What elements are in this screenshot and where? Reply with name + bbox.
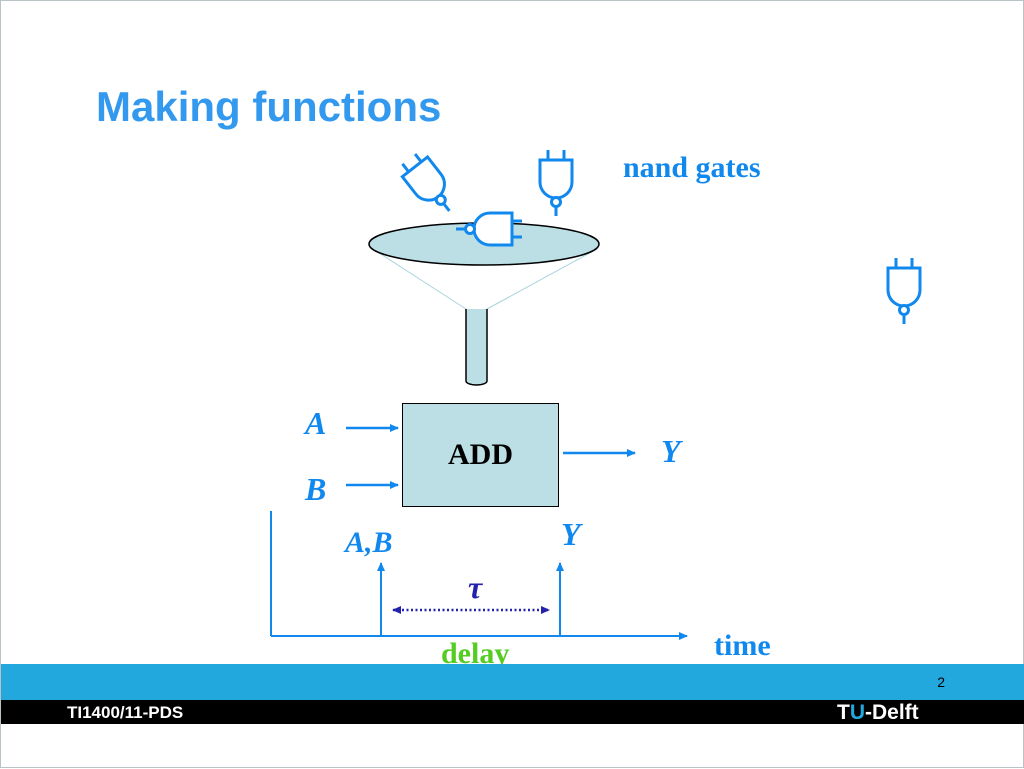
- delay-symbol: τ: [468, 569, 483, 605]
- input-event-label: A,B: [345, 526, 393, 559]
- tu-delft-logo: TU-Delft: [837, 701, 919, 725]
- funnel-icon: [368, 222, 600, 386]
- page-number: 2: [937, 674, 945, 690]
- nand-gate-icon: [886, 256, 922, 326]
- page-title: Making functions: [96, 83, 442, 130]
- output-event-label: Y: [561, 516, 581, 552]
- nand-gates-label: nand gates: [623, 151, 761, 184]
- nand-gate-icon: [538, 148, 574, 218]
- footer-bar: [1, 700, 1024, 724]
- logo-suffix: -Delft: [865, 701, 919, 724]
- time-axis-label: time: [714, 629, 771, 662]
- output-y-label: Y: [661, 433, 681, 469]
- logo-accent: U: [849, 701, 865, 724]
- add-block: ADD: [402, 403, 559, 507]
- footer-band: [1, 664, 1024, 700]
- add-block-label: ADD: [448, 438, 513, 471]
- logo-prefix: T: [837, 701, 850, 724]
- input-b-label: B: [305, 471, 327, 507]
- input-a-label: A: [305, 405, 327, 441]
- nand-gate-icon: [394, 147, 464, 223]
- course-code: TI1400/11-PDS: [67, 703, 184, 722]
